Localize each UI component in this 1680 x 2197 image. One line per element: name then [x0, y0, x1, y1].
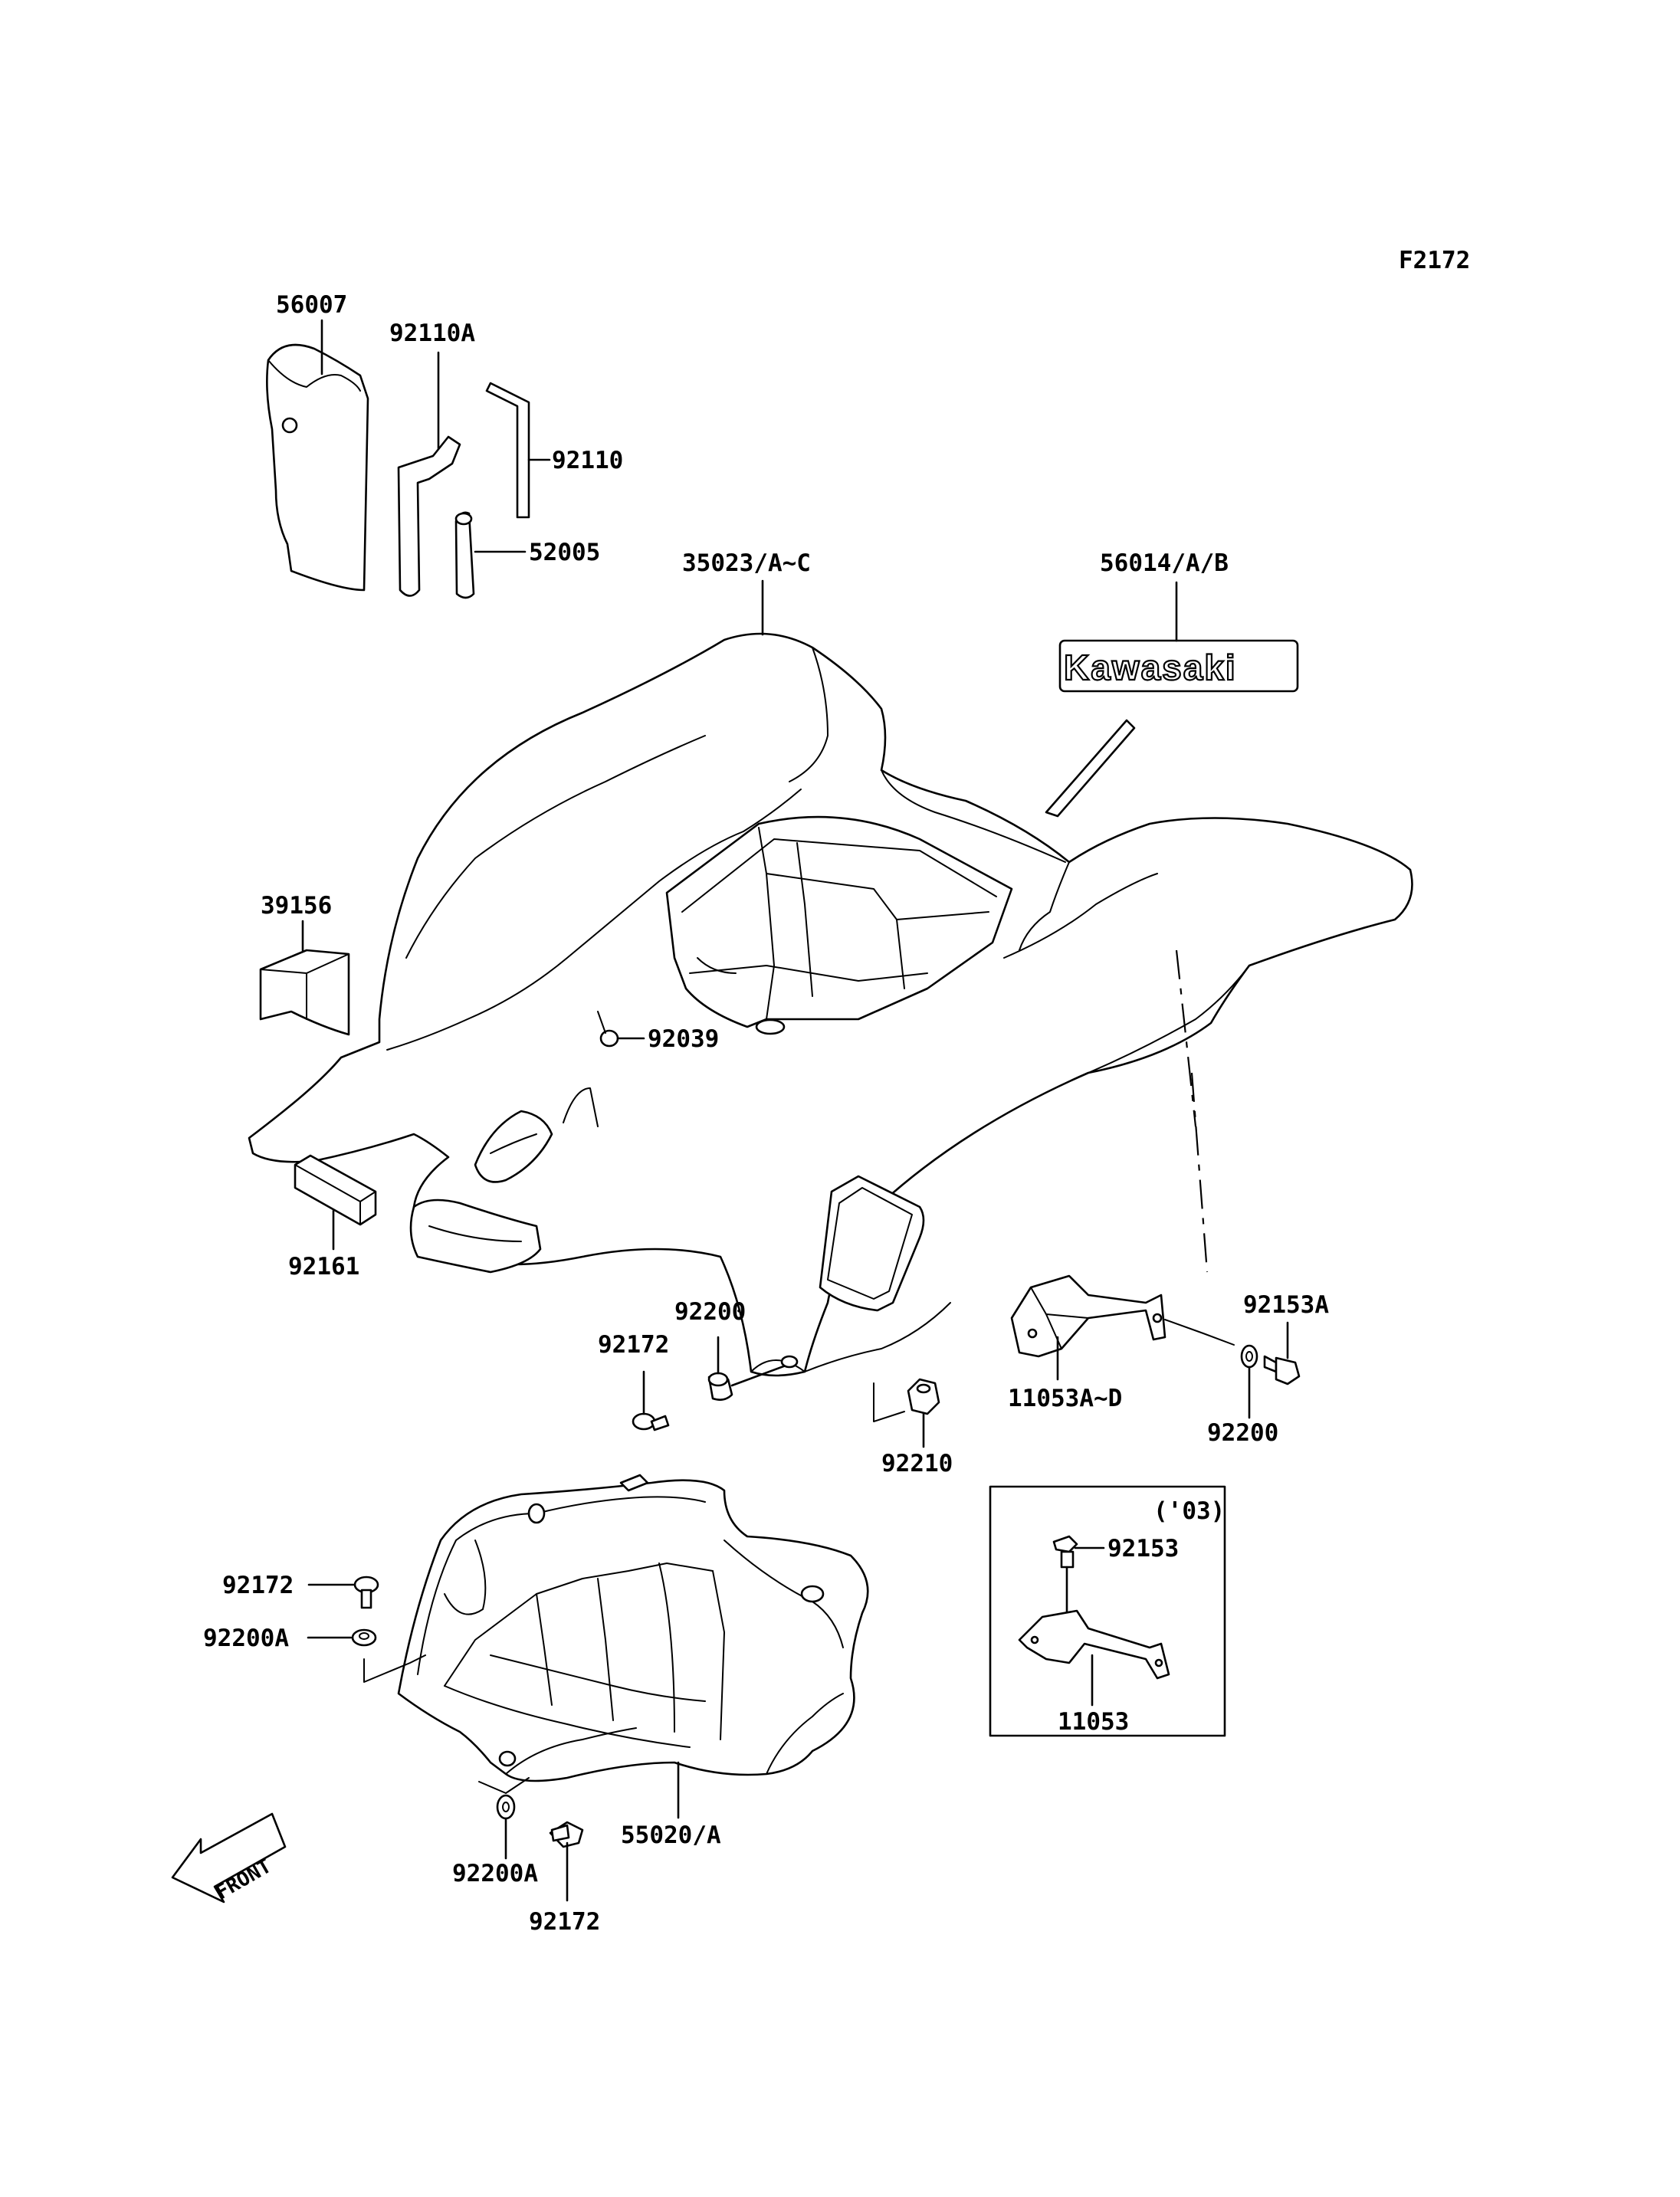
label-92161: 92161: [288, 1253, 359, 1280]
label-92172-bottom: 92172: [529, 1908, 600, 1936]
part-92172-mid-bolt: [632, 1412, 670, 1431]
logo-kawasaki: Kawasaki: [1064, 648, 1237, 687]
inset-label: ('03): [1153, 1497, 1225, 1525]
part-92110A-wrench: [397, 435, 461, 597]
label-92153: 92153: [1107, 1535, 1179, 1562]
label-92210: 92210: [881, 1450, 953, 1477]
label-39156: 39156: [261, 892, 332, 920]
part-92110-hex-key: [485, 382, 530, 519]
front-arrow-icon: FRONT: [171, 1812, 287, 1904]
label-92153A: 92153A: [1243, 1291, 1329, 1319]
inset-03: ('03) 92153 11053: [989, 1485, 1226, 1737]
part-55020-front-fender: [397, 1474, 869, 1782]
part-92200A-bottom-washer: [496, 1794, 516, 1820]
label-92200-right: 92200: [1207, 1419, 1278, 1447]
part-56007-cover: [266, 343, 369, 592]
part-92161-pad: [294, 1154, 377, 1226]
label-92200A-bottom: 92200A: [452, 1860, 538, 1887]
part-92200A-left-washer: [351, 1628, 377, 1647]
label-92172-mid: 92172: [598, 1331, 669, 1359]
part-92172-bottom-bolt: [549, 1821, 584, 1848]
part-92039-clip: [597, 1011, 619, 1048]
label-11053AD: 11053A~D: [1008, 1385, 1122, 1412]
part-92153A-bolt: [1263, 1355, 1301, 1385]
part-11053AD-bracket: [1010, 1274, 1166, 1358]
part-39156-block: [259, 949, 350, 1036]
label-92172-left: 92172: [222, 1572, 294, 1599]
part-35023-rear-fender: [248, 632, 1413, 1377]
label-92200-mid: 92200: [674, 1298, 746, 1326]
label-92200A-left: 92200A: [203, 1625, 289, 1652]
label-35023: 35023/A~C: [682, 549, 811, 577]
label-11053: 11053: [1058, 1708, 1129, 1736]
label-92039: 92039: [648, 1025, 719, 1053]
part-92172-left-bolt: [353, 1576, 379, 1609]
label-56014: 56014/A/B: [1100, 549, 1229, 577]
part-92210-nut: [907, 1378, 940, 1415]
part-56014-emblem: Kawasaki: [1045, 639, 1299, 818]
part-92200-right-washer: [1240, 1344, 1258, 1369]
part-92200-mid-washer: [707, 1372, 733, 1401]
label-92110A: 92110A: [389, 320, 475, 347]
label-56007: 56007: [276, 291, 347, 319]
figure-code: F2172: [1399, 247, 1470, 274]
part-52005-pin: [454, 511, 475, 599]
label-92110: 92110: [552, 447, 623, 474]
label-52005: 52005: [529, 539, 600, 566]
label-55020: 55020/A: [621, 1822, 721, 1849]
